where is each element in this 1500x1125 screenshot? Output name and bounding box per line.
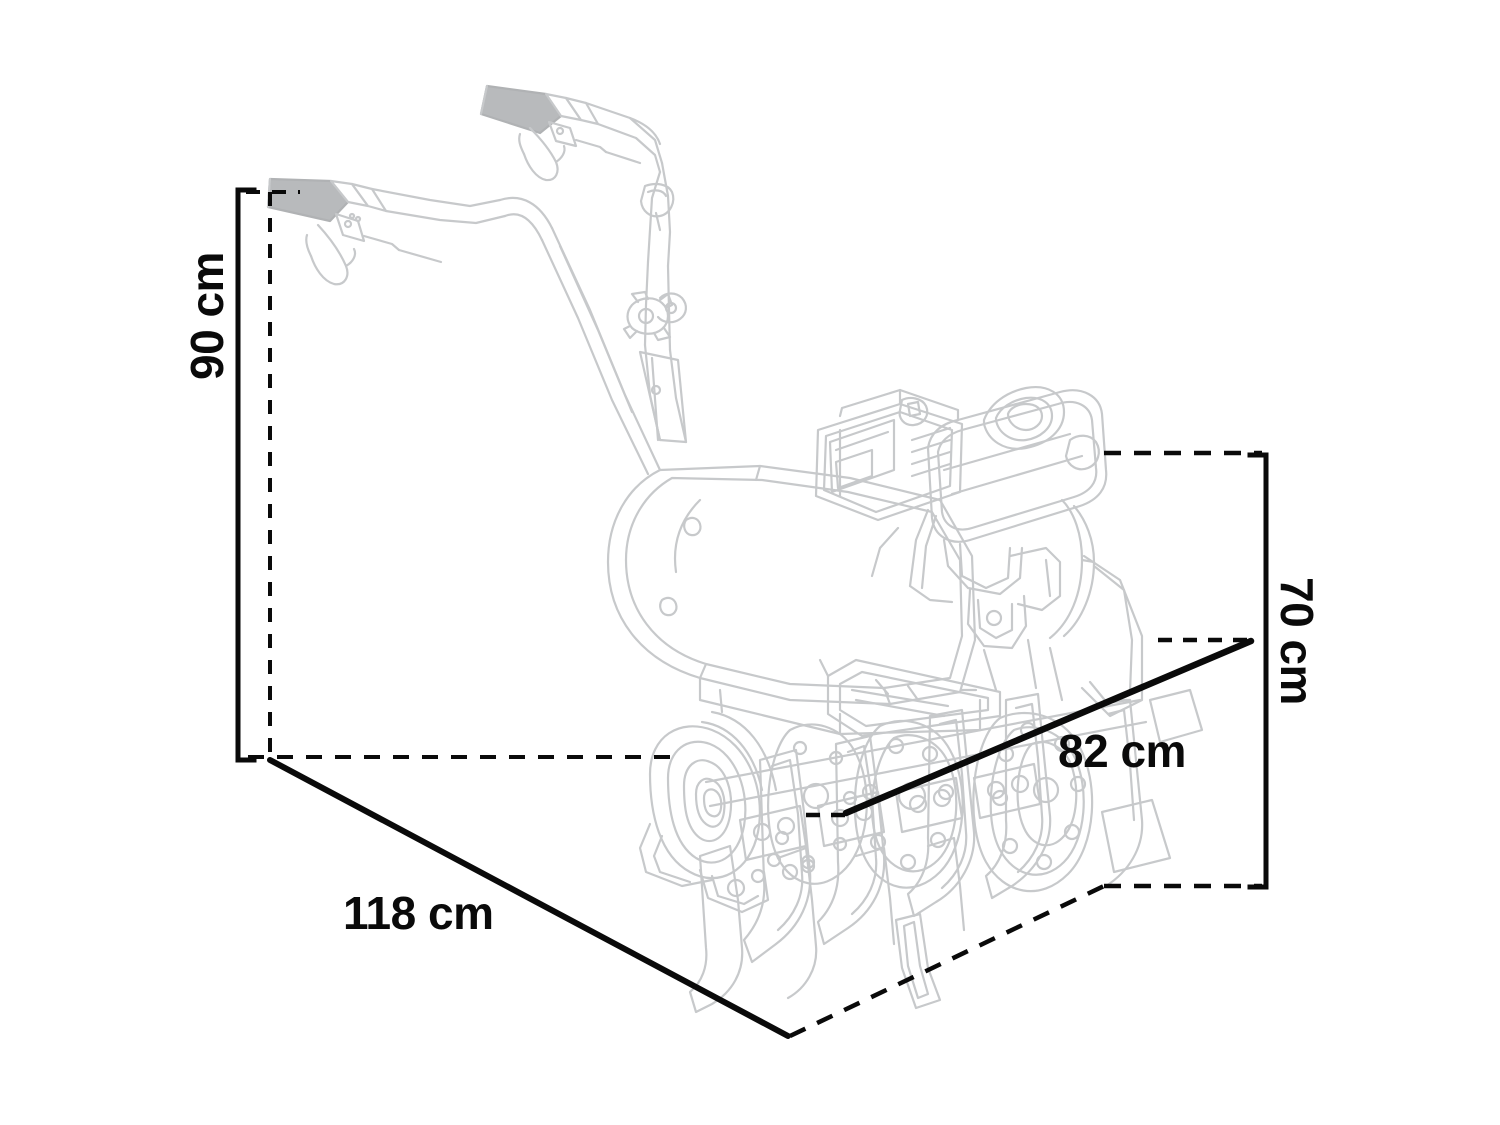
floor-projection-dashed [789,883,1262,1039]
width-dimension-line [842,637,1255,817]
tiller-tine-assembly [638,688,1204,1014]
width-extension-dashed [806,637,1249,818]
depth-dimension-line [1247,452,1269,890]
frame-links [818,638,1132,702]
handlebar-left [266,177,662,476]
height-projection-dashed [246,190,300,757]
deck-frame [826,658,1002,738]
height-dimension-label: 90 cm [181,252,233,380]
height-dimension-line [235,187,257,763]
length-dimension-label: 118 cm [343,887,494,939]
handlebar-column [622,260,688,444]
width-dimension-label: 82 cm [1058,725,1186,777]
length-dimension-line [267,757,791,1039]
depth-dimension-label: 70 cm [1271,577,1323,705]
handlebar-right [479,84,675,268]
